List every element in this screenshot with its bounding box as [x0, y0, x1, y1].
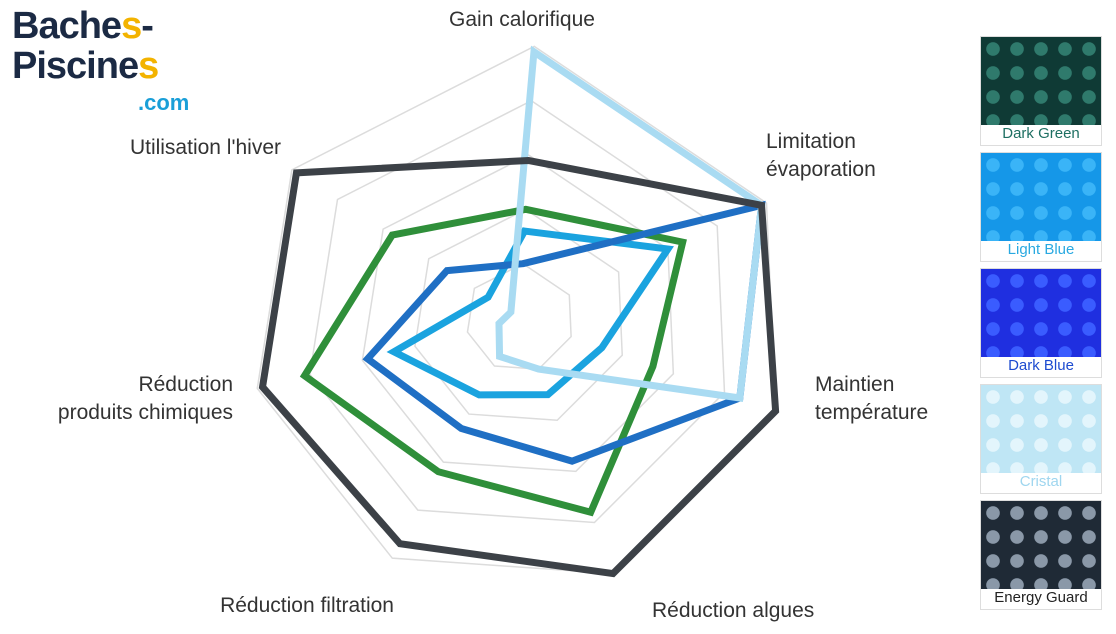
legend-item-cristal: Cristal [980, 384, 1102, 494]
brand-line-1: Baches- [12, 5, 154, 47]
legend-label: Cristal [981, 473, 1101, 491]
legend-swatch [981, 385, 1101, 473]
grid-ring [256, 45, 777, 575]
grid-ring [414, 208, 624, 422]
series-cristal [495, 45, 766, 402]
series-dark-green [299, 205, 687, 517]
axis-label: Utilisation l'hiver [130, 136, 281, 159]
brand-line-2: Piscines [12, 45, 159, 87]
legend-item-energy-guard: Energy Guard [980, 500, 1102, 610]
legend-label: Dark Green [981, 125, 1101, 143]
legend-item-dark-green: Dark Green [980, 36, 1102, 146]
brand-logo: Baches- Piscines .com [12, 6, 212, 116]
grid-ring [466, 262, 572, 370]
radar-series [258, 45, 780, 578]
axis-label: Réduction algues [652, 599, 814, 622]
axis-label: Gain calorifique [449, 8, 595, 31]
legend-label: Dark Blue [981, 357, 1101, 375]
legend-label: Light Blue [981, 241, 1101, 259]
grid-ring [309, 99, 726, 524]
brand-domain: .com [138, 90, 190, 115]
legend-item-dark-blue: Dark Blue [980, 268, 1102, 378]
legend-swatch [981, 37, 1101, 125]
legend-swatch [981, 501, 1101, 589]
legend-label: Energy Guard [981, 589, 1101, 607]
legend-swatch [981, 153, 1101, 241]
series-light-blue [386, 227, 674, 399]
legend-item-light-blue: Light Blue [980, 152, 1102, 262]
legend-swatch [981, 269, 1101, 357]
axis-label: Réduction filtration [220, 594, 394, 617]
series-energy-guard [258, 156, 780, 578]
